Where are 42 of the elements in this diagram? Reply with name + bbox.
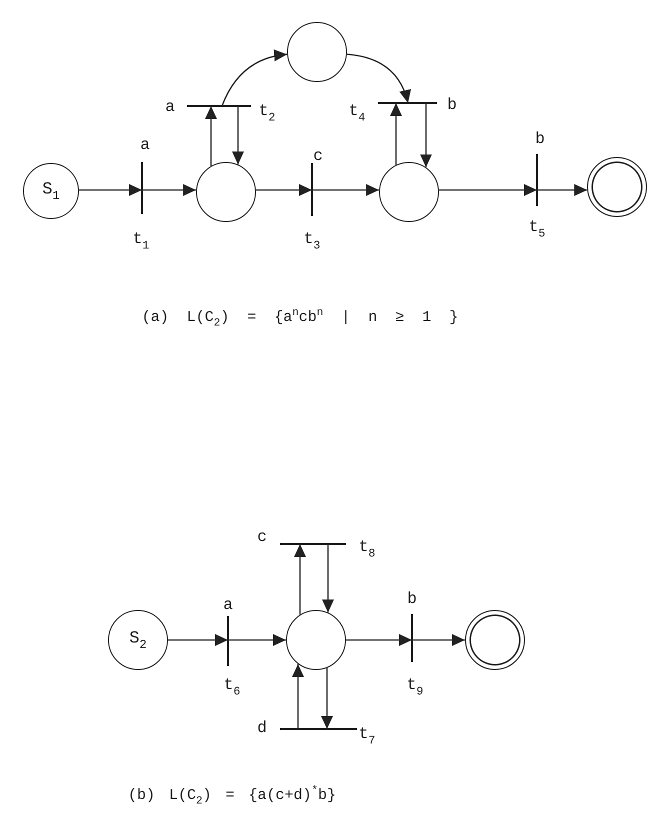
arrow	[412, 634, 465, 646]
arrow	[168, 634, 228, 646]
transition-label: t$_{7}$	[358, 726, 376, 744]
arrow	[294, 544, 306, 615]
arrow	[346, 634, 412, 646]
arrow	[322, 544, 334, 612]
transition-label: t$_{9}$	[406, 677, 424, 695]
arrow	[321, 668, 333, 729]
arrow	[537, 184, 588, 196]
transition-label: c	[313, 148, 323, 166]
transition-label: a	[165, 99, 175, 117]
transition-label: d	[257, 720, 267, 738]
figure-caption: (b) L(C$_{2}$) = {a(c+d)$^{*}$b}	[128, 788, 336, 804]
place-label: S$_{2}$	[129, 630, 147, 650]
transition-label: c	[257, 529, 267, 547]
transition-label: t$_{4}$	[348, 103, 366, 121]
transition-label: b	[407, 591, 417, 609]
place-label: S$_{1}$	[42, 182, 60, 200]
curved-arrow	[221, 50, 288, 106]
transition-label: a	[140, 137, 150, 155]
arrow	[142, 184, 196, 196]
transition-label: b	[535, 131, 545, 149]
transition-label: t$_{1}$	[132, 231, 150, 249]
arrow	[228, 634, 286, 646]
arrow	[438, 184, 537, 196]
transition-label: a	[223, 597, 233, 615]
arrow	[312, 184, 380, 196]
arrow	[292, 664, 304, 729]
transition-label: t$_{6}$	[224, 677, 240, 695]
arrow	[232, 106, 244, 164]
transition-label: t$_{8}$	[358, 539, 376, 557]
arrow	[78, 184, 142, 196]
arrow	[256, 184, 312, 196]
transition-label: t$_{3}$	[304, 231, 320, 249]
transition-label: t$_{5}$	[528, 219, 546, 237]
transition-label: b	[447, 97, 457, 115]
transition-label: t$_{2}$	[258, 103, 276, 121]
arrow	[205, 106, 217, 166]
figure-caption: (a) L(C$_{2}$) = {a$^{n}$cb$^{n}$ | n ≥ 1 }	[142, 310, 458, 326]
arrow	[390, 103, 402, 165]
arrow	[420, 103, 432, 168]
curved-arrow	[346, 54, 410, 104]
